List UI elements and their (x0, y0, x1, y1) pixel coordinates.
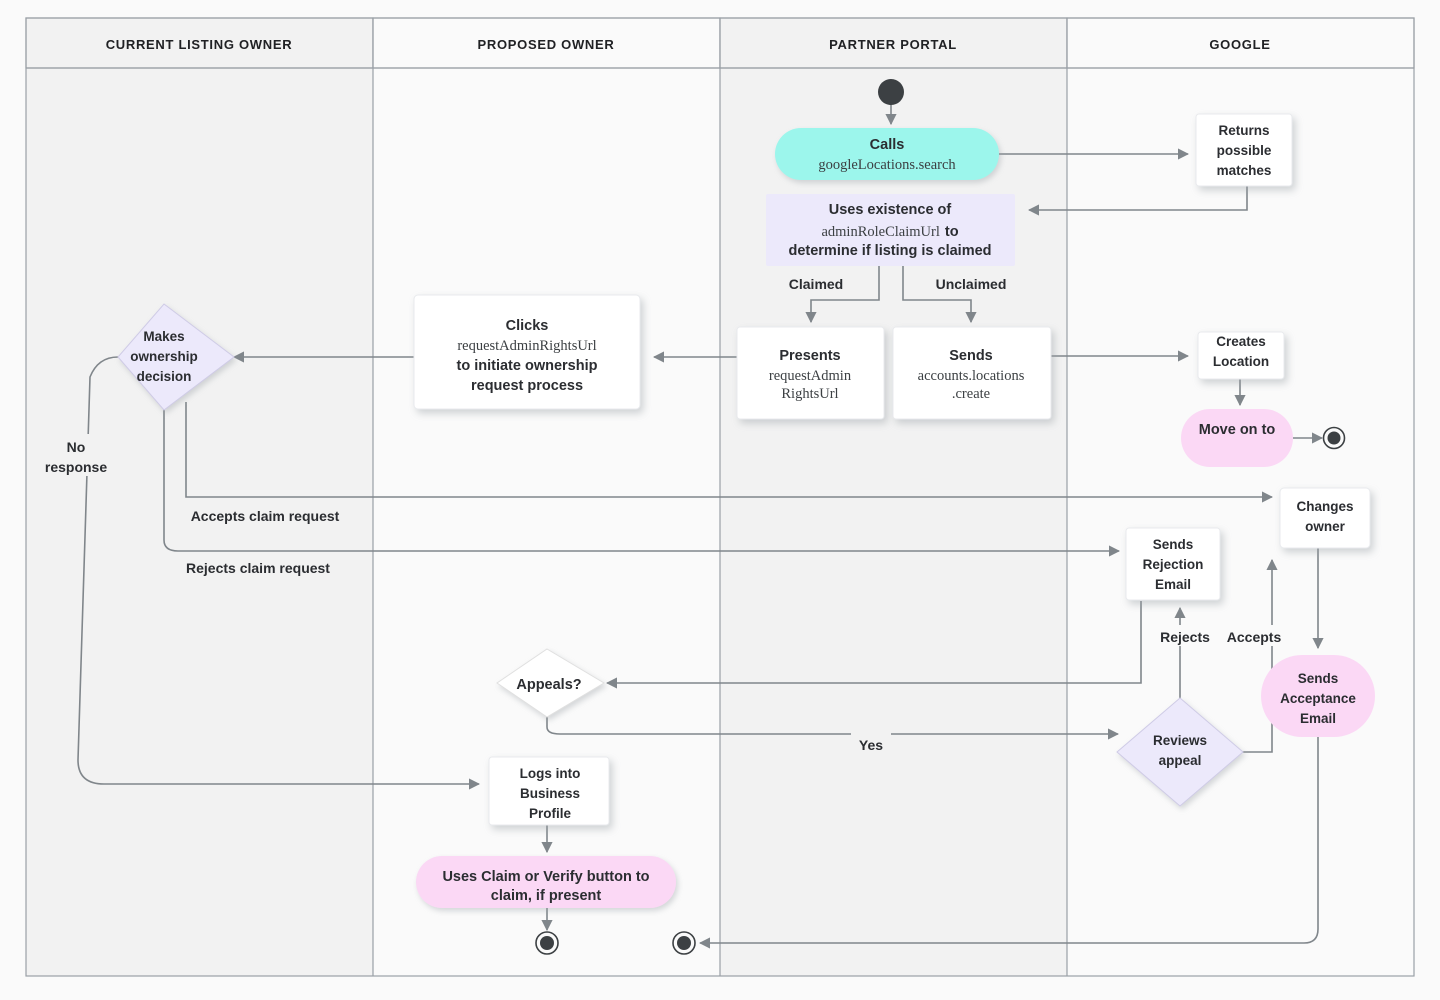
node-end-terminator-claim-flow[interactable] (535, 931, 559, 955)
node-uses-existence-line-3: determine if listing is claimed (788, 243, 991, 259)
lane-label-proposed-owner: PROPOSED OWNER (478, 37, 615, 52)
node-uses-claim-or-verify-button[interactable] (416, 856, 676, 908)
node-sends-rejection-line-3: Email (1155, 577, 1191, 592)
swimlane-header-partner-portal: PARTNER PORTAL (719, 17, 1068, 69)
edge-uses-existence-unclaimed (902, 266, 977, 324)
node-clicks-url-line-4: request process (471, 378, 583, 394)
node-end-terminator-acceptance-flow[interactable] (672, 931, 696, 955)
node-end-terminator-google[interactable] (1322, 426, 1346, 450)
node-start-terminator[interactable] (878, 79, 904, 105)
edge-no-response-to-logs-into (77, 356, 481, 790)
node-clicks-url-line-3: to initiate ownership (457, 358, 598, 374)
node-uses-existence-line-1: Uses existence of (829, 202, 952, 218)
edge-label-unclaimed: Unclaimed (936, 276, 1007, 292)
swimlane-header-current-listing-owner: CURRENT LISTING OWNER (25, 17, 374, 69)
edge-label-rejects-claim-request: Rejects claim request (186, 560, 330, 576)
node-reviews-appeal-line-1: Reviews (1153, 733, 1207, 748)
node-returns-matches-line-3: matches (1217, 163, 1272, 178)
node-presents-url-line-1: Presents (779, 348, 840, 364)
node-sends-acceptance-email[interactable] (1261, 655, 1375, 737)
node-makes-ownership-decision[interactable] (117, 303, 235, 411)
node-reviews-appeal-line-2: appeal (1159, 753, 1202, 768)
node-creates-location-line-2: Location (1213, 354, 1269, 369)
node-uses-existence-of-admin-role-claim-url[interactable] (766, 194, 1015, 266)
node-move-on-to[interactable] (1181, 409, 1293, 467)
node-sends-acceptance-line-3: Email (1300, 711, 1336, 726)
node-sends-rejection-email[interactable] (1125, 527, 1221, 601)
lane-label-partner-portal: PARTNER PORTAL (829, 37, 957, 52)
node-logs-into-line-3: Profile (529, 806, 572, 821)
node-clicks-url-line-1: Clicks (506, 318, 549, 334)
node-sends-rejection-line-1: Sends (1153, 537, 1194, 552)
node-sends-acceptance-line-1: Sends (1298, 671, 1339, 686)
node-makes-decision-line-3: decision (137, 369, 192, 384)
node-clicks-url-line-2: requestAdminRightsUrl (457, 338, 596, 354)
node-calls-google-locations-search[interactable] (775, 128, 999, 180)
node-appeals-label: Appeals? (516, 677, 581, 693)
edge-label-rejects: Rejects (1160, 629, 1210, 645)
edge-uses-existence-claimed (805, 266, 880, 324)
node-creates-location[interactable] (1197, 331, 1285, 380)
node-reviews-appeal[interactable] (1116, 697, 1244, 807)
node-creates-location-line-1: Creates (1216, 334, 1266, 349)
node-sends-create-line-1: Sends (949, 348, 993, 364)
node-makes-decision-line-2: ownership (130, 349, 198, 364)
node-changes-owner-line-2: owner (1305, 519, 1346, 534)
edge-returns-matches-to-uses-existence (1027, 186, 1248, 216)
edge-rejects-claim-to-sends-rejection (163, 402, 1121, 557)
connector-label-layer: Claimed Unclaimed No response Accepts cl… (38, 272, 1289, 754)
node-appeals-decision[interactable] (496, 648, 605, 718)
lane-label-google: GOOGLE (1209, 37, 1270, 52)
node-presents-url-line-2: requestAdmin (769, 368, 852, 384)
edge-label-yes: Yes (859, 737, 883, 753)
node-returns-matches-line-2: possible (1217, 143, 1272, 158)
edge-label-accepts-claim-request: Accepts claim request (191, 508, 340, 524)
node-uses-claim-verify-line-2: claim, if present (491, 888, 602, 904)
node-move-on-to-label: Move on to (1199, 422, 1276, 438)
lane-label-current-listing-owner: CURRENT LISTING OWNER (106, 37, 293, 52)
edge-label-no-response-line2: response (45, 459, 107, 475)
edge-label-no-response-line1: No (67, 439, 86, 455)
node-changes-owner-line-1: Changes (1296, 499, 1353, 514)
node-makes-decision-line-1: Makes (143, 329, 184, 344)
swimlane-header-proposed-owner: PROPOSED OWNER (372, 17, 721, 69)
edge-label-accepts: Accepts (1227, 629, 1282, 645)
node-logs-into-business-profile[interactable] (488, 756, 610, 826)
edge-sends-acceptance-to-end (698, 736, 1319, 949)
swimlane-header-google: GOOGLE (1066, 17, 1415, 69)
node-clicks-request-admin-rights-url[interactable] (413, 294, 641, 410)
node-changes-owner[interactable] (1279, 487, 1371, 549)
node-sends-acceptance-line-2: Acceptance (1280, 691, 1356, 706)
node-presents-request-admin-rights-url[interactable] (736, 326, 885, 420)
node-presents-url-line-3: RightsUrl (781, 386, 838, 402)
node-sends-rejection-line-2: Rejection (1143, 557, 1204, 572)
edge-accepts-claim-to-changes-owner (185, 402, 1274, 503)
edge-sends-rejection-to-appeals (605, 601, 1142, 689)
node-logs-into-line-1: Logs into (520, 766, 581, 781)
node-returns-possible-matches[interactable] (1195, 113, 1293, 187)
node-calls-search-line-1: Calls (870, 137, 905, 153)
edge-label-claimed: Claimed (789, 276, 843, 292)
node-sends-accounts-locations-create[interactable] (892, 326, 1052, 420)
node-returns-matches-line-1: Returns (1218, 123, 1269, 138)
node-logs-into-line-2: Business (520, 786, 580, 801)
node-sends-create-line-2: accounts.locations (918, 368, 1025, 384)
edge-appeals-yes-to-reviews-appeal (546, 716, 1120, 740)
node-uses-claim-verify-line-1: Uses Claim or Verify button to (442, 869, 649, 885)
node-sends-create-line-3: .create (952, 386, 990, 402)
node-calls-search-line-2: googleLocations.search (818, 157, 956, 173)
